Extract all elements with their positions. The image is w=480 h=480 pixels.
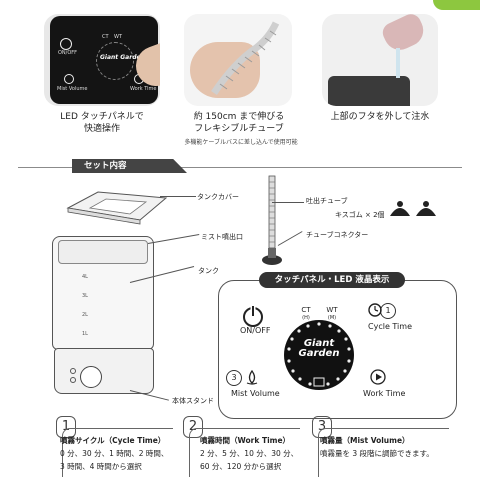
water-stream-image	[396, 48, 400, 78]
brand-logo: Giant Garden	[295, 339, 343, 359]
base-illustration	[54, 348, 154, 394]
caption-touch-line1: LED タッチパネルで	[60, 112, 144, 122]
on-off-label: ON/OFF	[240, 326, 271, 335]
caption-tube-line1: 約 150cm まで伸びる	[193, 112, 285, 122]
accent-tab	[433, 0, 480, 10]
touch-panel-header: タッチパネル・LED 液晶表示	[259, 272, 405, 288]
power-icon	[243, 305, 263, 327]
mist-volume-label: Mist Volume	[231, 389, 280, 398]
explain-2-title: 噴霧時間（Work Time）	[200, 436, 291, 445]
label-tank-cover: タンクカバー	[197, 193, 239, 201]
indicator-icon	[70, 377, 76, 383]
explain-1-title: 噴霧サイクル（Cycle Time）	[60, 436, 166, 445]
clock-icon	[368, 303, 382, 317]
photo-flexible-tube	[184, 14, 292, 106]
wt-unit: (M)	[327, 315, 337, 321]
caption-tube-note: 多機能ケーブルバスに差し込んで使用可能	[184, 139, 298, 146]
cycle-time-number-badge: 1	[380, 303, 396, 319]
photo-on-off-label: ON/OFF	[58, 50, 78, 56]
photo-brand-logo: Giant Garden	[100, 54, 145, 61]
explain-1-number: 1	[56, 416, 76, 438]
ct-text: CT	[301, 306, 311, 314]
label-tube-connector: チューブコネクター	[306, 231, 369, 239]
callout-line-tube	[272, 202, 304, 203]
photo-wt-label: WT	[114, 34, 122, 40]
explain-1: 噴霧サイクル（Cycle Time） 0 分、30 分、1 時間、2 時間、 3…	[60, 434, 190, 473]
caption-lid: 上部のフタを外して注水	[330, 112, 430, 122]
touch-panel-title: タッチパネル・LED 液晶表示	[274, 275, 390, 285]
caption-tube-line2: フレキシブルチューブ	[194, 124, 284, 134]
wt-label: WT (M)	[318, 306, 346, 322]
section-title: セット内容	[84, 161, 127, 171]
cup-image	[379, 14, 429, 56]
label-discharge-tube: 吐出チューブ	[306, 197, 348, 205]
tank-scale-1l: 1L	[82, 331, 88, 337]
section-divider	[18, 167, 462, 168]
explain-1-line2: 3 時間、4 時間から選択	[60, 462, 142, 471]
section-header: セット内容	[18, 159, 462, 173]
mist-volume-number-badge: 3	[226, 370, 242, 386]
photo-touch-panel: ON/OFF CT WT Giant Garden Mist Volume Wo…	[44, 14, 160, 106]
indicator-icon	[70, 368, 76, 374]
brand-line1: Giant	[303, 338, 335, 349]
explain-3-number: 3	[312, 416, 332, 438]
tank-top-opening	[58, 240, 148, 264]
explain-1-frame	[62, 428, 173, 477]
explain-3-title: 噴霧量（Mist Volume）	[320, 436, 410, 445]
suction-cups-illustration	[390, 201, 436, 216]
label-tank: タンク	[198, 267, 219, 275]
explain-2-line1: 2 分、5 分、10 分、30 分、	[200, 449, 299, 458]
wt-text: WT	[326, 306, 338, 314]
callout-line-mist	[147, 233, 200, 244]
caption-touch-line2: 快適操作	[83, 124, 120, 134]
dial-icon	[80, 366, 102, 388]
label-base: 本体スタンド	[172, 397, 214, 405]
photo-mist-volume-label: Mist Volume	[57, 86, 88, 92]
explain-1-line1: 0 分、30 分、1 時間、2 時間、	[60, 449, 169, 458]
caption-touch-panel: LED タッチパネルで 快適操作	[38, 111, 166, 135]
cycle-time-label: Cycle Time	[368, 322, 412, 331]
tank-scale: 4L 3L 2L 1L	[82, 268, 88, 344]
explain-2-frame	[189, 428, 300, 477]
label-mist-outlet: ミスト噴出口	[201, 233, 243, 241]
explain-2-number: 2	[183, 416, 203, 438]
tank-scale-4l: 4L	[82, 274, 88, 280]
ct-label: CT (H)	[292, 306, 320, 322]
tank-scale-2l: 2L	[82, 312, 88, 318]
led-display	[284, 320, 354, 390]
explain-3-line1: 噴霧量を 3 段階に調節できます。	[320, 449, 434, 458]
explain-3: 噴霧量（Mist Volume） 噴霧量を 3 段階に調節できます。	[320, 434, 470, 460]
explain-3-frame	[318, 428, 449, 477]
caption-tube: 約 150cm まで伸びる フレキシブルチューブ 多機能ケーブルバスに差し込んで…	[176, 111, 302, 149]
tank-scale-3l: 3L	[82, 293, 88, 299]
ct-unit: (H)	[302, 315, 310, 321]
brand-line2: Garden	[298, 348, 340, 359]
work-time-label: Work Time	[363, 389, 406, 398]
mist-icon	[246, 369, 258, 385]
explain-2: 噴霧時間（Work Time） 2 分、5 分、10 分、30 分、 60 分、…	[200, 434, 320, 473]
photo-display-ring	[96, 42, 134, 80]
tank-cover-illustration	[66, 191, 168, 225]
photo-lid-removal	[322, 14, 438, 106]
callout-line-cover	[160, 196, 196, 197]
explain-2-line2: 60 分、120 分から選択	[200, 462, 282, 471]
photo-work-time-label: Work Time	[130, 86, 157, 92]
photo-ct-label: CT	[102, 34, 109, 40]
power-icon	[60, 38, 72, 50]
mist-icon	[64, 74, 74, 84]
section-tab: セット内容	[72, 159, 187, 173]
humidifier-top-image	[328, 76, 410, 106]
discharge-tube-illustration	[262, 175, 282, 265]
label-suction-cups: キスゴム × 2個	[335, 211, 385, 219]
play-icon	[370, 369, 386, 385]
tube-image	[211, 21, 280, 95]
